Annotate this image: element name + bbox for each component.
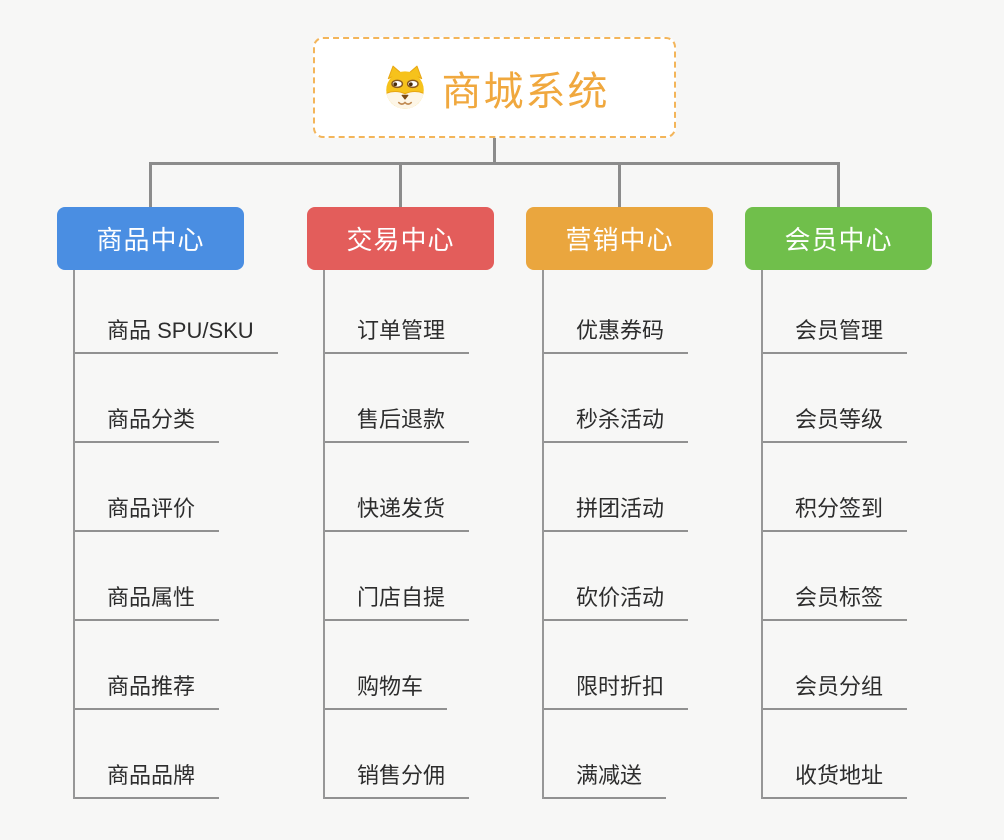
item-bargain-activity[interactable]: 砍价活动 — [544, 532, 689, 621]
root-node-mall-system[interactable]: 商城系统 — [313, 37, 676, 138]
item-coupon-code[interactable]: 优惠券码 — [544, 270, 689, 354]
item-store-pickup[interactable]: 门店自提 — [325, 532, 470, 621]
item-express-delivery[interactable]: 快递发货 — [325, 443, 470, 532]
root-title: 商城系统 — [441, 69, 610, 114]
branch-column-trade-center: 订单管理 售后退款 快递发货 门店自提 购物车 销售分佣 — [323, 270, 470, 799]
item-product-brand[interactable]: 商品品牌 — [75, 710, 220, 799]
branch-column-product-center: 商品 SPU/SKU 商品分类 商品评价 商品属性 商品推荐 商品品牌 — [73, 270, 278, 799]
item-full-reduction[interactable]: 满减送 — [544, 710, 667, 799]
item-sales-commission[interactable]: 销售分佣 — [325, 710, 470, 799]
item-shopping-cart[interactable]: 购物车 — [325, 621, 448, 710]
item-product-attribute[interactable]: 商品属性 — [75, 532, 220, 621]
connector-drop-trade — [399, 164, 402, 207]
shiba-dog-icon — [385, 65, 424, 109]
branch-header-trade-center[interactable]: 交易中心 — [307, 207, 494, 270]
branch-column-member-center: 会员管理 会员等级 积分签到 会员标签 会员分组 收货地址 — [761, 270, 908, 799]
item-shipping-address[interactable]: 收货地址 — [763, 710, 908, 799]
branch-header-member-center[interactable]: 会员中心 — [745, 207, 932, 270]
branch-header-product-center[interactable]: 商品中心 — [57, 207, 244, 270]
connector-horizontal — [149, 162, 840, 165]
item-product-category[interactable]: 商品分类 — [75, 354, 220, 443]
item-product-spu-sku[interactable]: 商品 SPU/SKU — [75, 270, 278, 354]
item-member-group[interactable]: 会员分组 — [763, 621, 908, 710]
item-product-review[interactable]: 商品评价 — [75, 443, 220, 532]
connector-drop-marketing — [618, 164, 621, 207]
item-flash-sale[interactable]: 秒杀活动 — [544, 354, 689, 443]
item-after-sale-refund[interactable]: 售后退款 — [325, 354, 470, 443]
item-product-recommend[interactable]: 商品推荐 — [75, 621, 220, 710]
branch-column-marketing-center: 优惠券码 秒杀活动 拼团活动 砍价活动 限时折扣 满减送 — [542, 270, 689, 799]
item-member-management[interactable]: 会员管理 — [763, 270, 908, 354]
item-limited-time-discount[interactable]: 限时折扣 — [544, 621, 689, 710]
connector-root-stem — [493, 138, 496, 163]
branch-header-marketing-center[interactable]: 营销中心 — [526, 207, 713, 270]
item-group-buy[interactable]: 拼团活动 — [544, 443, 689, 532]
item-order-management[interactable]: 订单管理 — [325, 270, 470, 354]
connector-drop-product — [149, 164, 152, 207]
item-member-tag[interactable]: 会员标签 — [763, 532, 908, 621]
item-points-checkin[interactable]: 积分签到 — [763, 443, 908, 532]
connector-drop-member — [837, 164, 840, 207]
item-member-level[interactable]: 会员等级 — [763, 354, 908, 443]
